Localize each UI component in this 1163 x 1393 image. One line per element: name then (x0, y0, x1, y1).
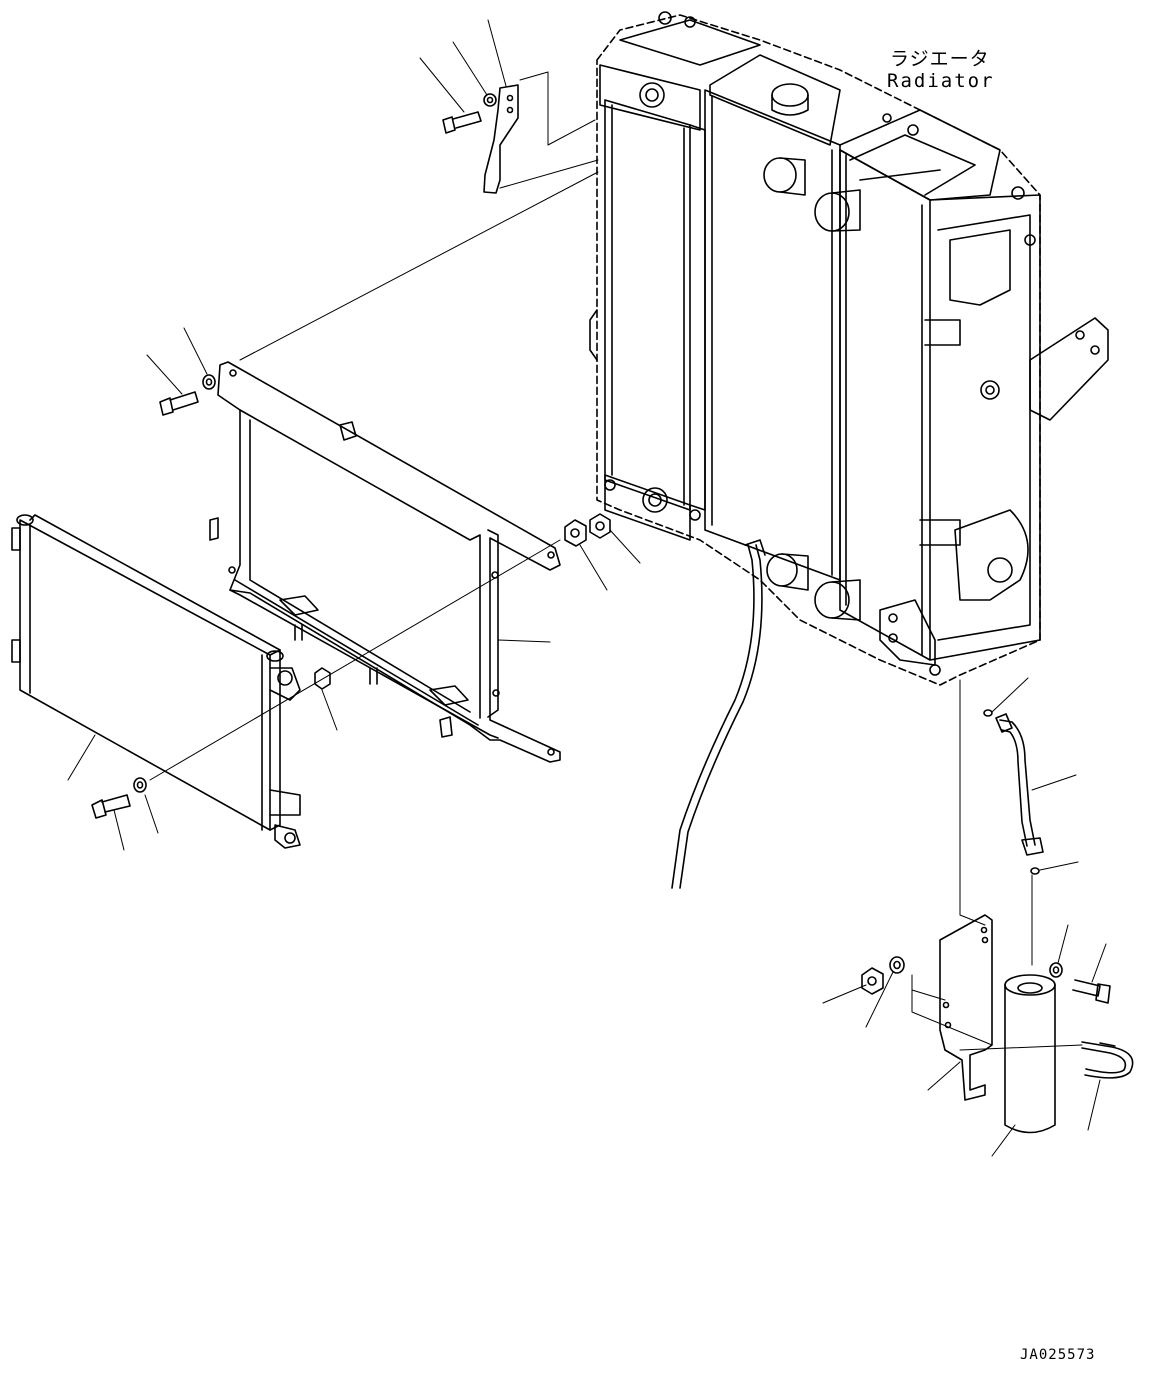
drawing-number: JA025573 (1020, 1347, 1096, 1363)
condenser-core (12, 515, 300, 848)
radiator-label-japanese: ラジエータ (890, 48, 990, 70)
frame-bolt-washer (147, 328, 215, 415)
upper-bracket-group (420, 20, 598, 193)
condenser-frame (210, 172, 598, 762)
radiator-label-english: Radiator (887, 70, 995, 92)
ac-pipe-group (960, 678, 1078, 965)
receiver-drier-group (823, 915, 1133, 1156)
radiator-assembly (590, 12, 1108, 685)
frame-nuts (150, 514, 640, 780)
drain-hose (672, 540, 765, 888)
core-bolt-washer (92, 778, 158, 850)
